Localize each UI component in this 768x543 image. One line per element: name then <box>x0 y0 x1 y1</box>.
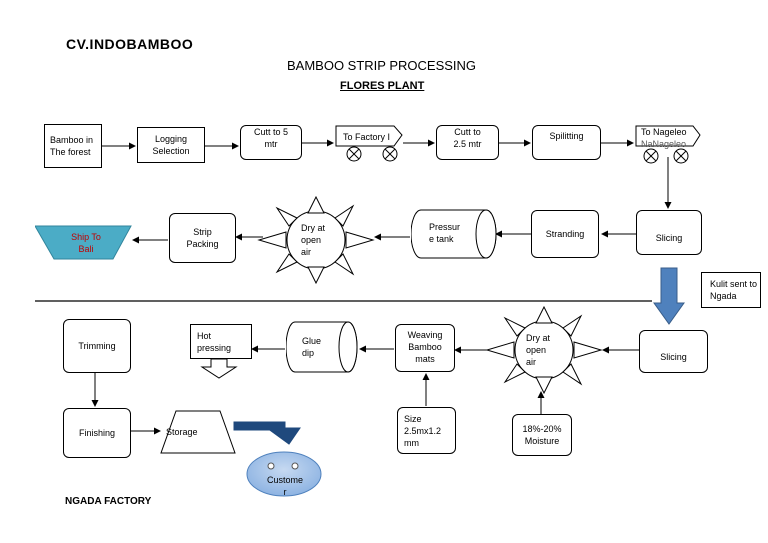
storage-label: Storage <box>166 427 198 437</box>
hot-pressing-down-arrow <box>200 358 238 379</box>
logging-selection-box: Logging Selection <box>137 127 205 163</box>
hot-pressing-label: Hot pressing <box>197 330 232 353</box>
strip-packing-box: Strip Packing <box>169 213 236 263</box>
bamboo-forest-box: Bamboo in The forest <box>44 124 102 168</box>
glue-dip-label: Glue dip <box>302 336 322 358</box>
glue-dip-tank: Glue dip <box>286 321 358 373</box>
stranding-label: Stranding <box>545 229 585 239</box>
dry-open-air-ngada-label: Dry at open air <box>526 333 551 367</box>
cutt-5-box: Cutt to 5 mtr <box>240 125 302 160</box>
truck-to-nageleo-ghost-label: NaNageleo <box>641 139 687 149</box>
hot-pressing-box: Hot pressing <box>190 324 252 359</box>
diagram-title: BAMBOO STRIP PROCESSING <box>287 58 477 73</box>
pressure-tank: Pressur e tank <box>411 209 497 259</box>
slicing-label: Slicing <box>655 232 683 243</box>
size-box: Size 2.5mx1.2 mm <box>397 407 456 454</box>
weaving-label: Weaving Bamboo mats <box>407 330 443 364</box>
kulit-sent-label: Kulit sent to Ngada <box>710 279 758 301</box>
truck-to-factory-label: To Factory I <box>343 132 391 142</box>
customer-label: Custome r <box>266 475 303 497</box>
truck-to-nageleo: To Nageleo NaNageleo <box>635 124 701 166</box>
dry-open-air-sun-ngada: Dry at open air <box>485 306 603 394</box>
storage-shape: Storage <box>160 410 236 454</box>
trimming-label: Trimming <box>78 341 116 351</box>
dry-open-air-label: Dry at open air <box>301 223 326 257</box>
cutt-5-label: Cutt to 5 mtr <box>253 127 289 149</box>
truck-to-factory: To Factory I <box>335 124 403 164</box>
cutt-25-label: Cutt to 2.5 mtr <box>453 127 482 149</box>
dry-open-air-sun: Dry at open air <box>257 196 375 284</box>
slicing-box: Slicing <box>636 210 702 255</box>
bamboo-forest-label: Bamboo in The forest <box>50 135 94 157</box>
finishing-label: Finishing <box>78 428 116 438</box>
cutt-25-box: Cutt to 2.5 mtr <box>436 125 499 160</box>
storage-customer-arrow <box>233 421 301 445</box>
company-name: CV.INDOBAMBOO <box>66 36 194 52</box>
ngada-factory-label: NGADA FACTORY <box>65 496 152 507</box>
diagram-subtitle: FLORES PLANT <box>340 80 425 92</box>
slicing-ngada-label: Slicing <box>660 351 687 362</box>
splitting-box: Spilitting <box>532 125 601 160</box>
moisture-label: 18%-20% Moisture <box>522 424 562 446</box>
pressure-tank-label: Pressur e tank <box>429 222 461 244</box>
splitting-label: Spilitting <box>549 131 584 141</box>
trimming-box: Trimming <box>63 319 131 373</box>
customer-ellipse: Custome r <box>246 451 322 497</box>
transfer-down-arrow <box>653 267 685 325</box>
kulit-sent-box: Kulit sent to Ngada <box>701 272 761 308</box>
moisture-box: 18%-20% Moisture <box>512 414 572 456</box>
strip-packing-label: Strip Packing <box>186 227 219 249</box>
stranding-box: Stranding <box>531 210 599 258</box>
logging-selection-label: Logging Selection <box>152 134 190 156</box>
ship-to-bali: Ship To Bali <box>35 224 132 260</box>
size-label: Size 2.5mx1.2 mm <box>404 413 442 448</box>
truck-to-nageleo-label: To Nageleo <box>641 127 687 137</box>
weaving-box: Weaving Bamboo mats <box>395 324 455 372</box>
finishing-box: Finishing <box>63 408 131 458</box>
ship-to-bali-label: Ship To Bali <box>71 232 101 254</box>
slicing-ngada-box: Slicing <box>639 330 708 373</box>
